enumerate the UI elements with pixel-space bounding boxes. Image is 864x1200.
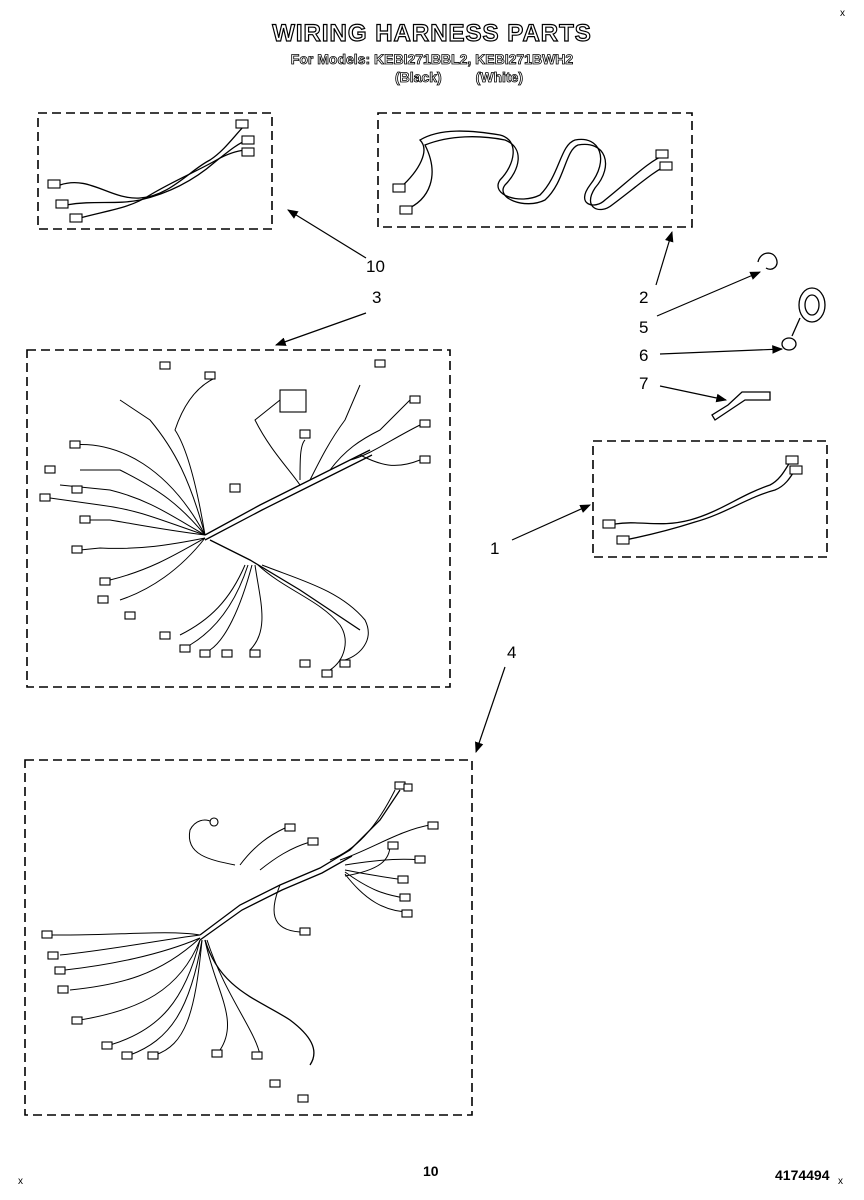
corner-mark-right: x — [838, 1176, 843, 1187]
harness-part-2 — [377, 112, 693, 228]
callout-5: 5 — [639, 318, 649, 337]
part-6-ring — [781, 337, 797, 351]
corner-mark-left: x — [18, 1176, 23, 1187]
leader-lines — [274, 209, 784, 754]
color-black-label: (Black) — [395, 69, 442, 86]
page-number: 10 — [423, 1163, 439, 1179]
corner-mark-top: x — [840, 8, 845, 19]
color-white-label: (White) — [475, 69, 524, 86]
part-1-box — [592, 440, 828, 558]
callout-1: 1 — [490, 539, 500, 558]
callout-10: 10 — [366, 257, 385, 276]
part-5-grommet-inner — [804, 294, 820, 316]
callout-7: 7 — [639, 374, 649, 393]
small-parts — [711, 252, 826, 421]
harness-part-10 — [37, 112, 273, 230]
callout-4: 4 — [507, 643, 517, 662]
part-4-box — [24, 759, 473, 1116]
document-number: 4174494 — [775, 1167, 830, 1183]
callout-6: 6 — [639, 346, 649, 365]
part-3-box — [26, 349, 451, 688]
part-5-grommet — [798, 287, 826, 323]
page-title: WIRING HARNESS PARTS — [272, 19, 592, 47]
part-2-clip — [757, 252, 778, 270]
part-2-box — [377, 112, 693, 228]
models-subtitle: For Models: KEBI271BBL2, KEBI271BWH2 — [290, 51, 574, 68]
part-10-box — [37, 112, 273, 230]
harness-part-1 — [592, 440, 828, 558]
callout-3: 3 — [372, 288, 382, 307]
harness-part-3 — [26, 349, 451, 688]
color-legend: (Black) (White) — [395, 69, 524, 86]
callout-2: 2 — [639, 288, 649, 307]
part-7-bracket — [711, 391, 771, 421]
harness-part-4 — [24, 759, 473, 1116]
